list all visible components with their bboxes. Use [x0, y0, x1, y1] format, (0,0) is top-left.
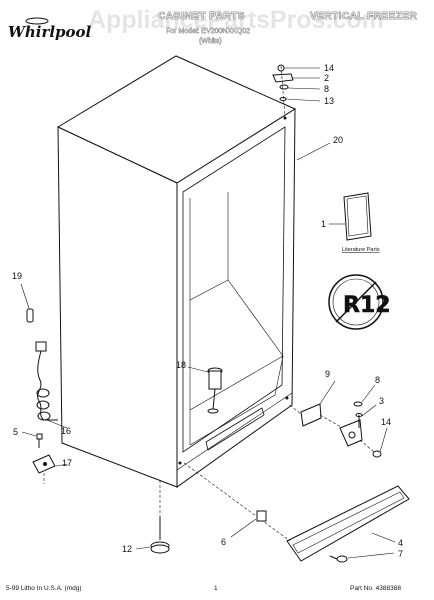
- callout-17: 17: [62, 458, 72, 468]
- callout-2: 2: [324, 73, 329, 83]
- appliance-category: VERTICAL FREEZER: [310, 11, 418, 22]
- brand-name: Whirlpool: [8, 23, 92, 41]
- page-title: CABINET PARTS: [158, 11, 245, 22]
- callout-19: 19: [12, 271, 22, 281]
- callout-6: 6: [221, 537, 226, 547]
- callout-16: 16: [61, 426, 71, 436]
- screw-5: [21, 431, 43, 448]
- footer-part-no: Part No. 4388388: [350, 585, 401, 592]
- callout-4: 4: [398, 538, 403, 548]
- callout-18: 18: [176, 360, 186, 370]
- callout-20: 20: [333, 135, 343, 145]
- refrigerant-badge: R12: [328, 274, 391, 330]
- bracket-17: [32, 454, 69, 484]
- callout-5: 5: [13, 427, 18, 437]
- pin-3: [355, 404, 377, 428]
- callout-7: 7: [398, 549, 403, 559]
- leader-20: [296, 142, 331, 161]
- callout-13: 13: [324, 96, 334, 106]
- badge-text: R12: [343, 293, 391, 318]
- clip-6: [230, 510, 267, 538]
- leveling-leg-12: [135, 480, 170, 554]
- toe-grille: [183, 462, 410, 562]
- callout-8-top: 8: [324, 84, 329, 94]
- top-hinge-assembly: [272, 64, 321, 117]
- screw-14-bottom: [359, 427, 388, 458]
- callout-8-bottom: 8: [375, 375, 380, 385]
- power-cord: [35, 341, 68, 429]
- brand-logo: Whirlpool: [8, 17, 92, 41]
- callout-14-top: 14: [324, 63, 334, 73]
- watermark-text: AppliancePartsPros.com: [88, 6, 384, 34]
- washer-8: [353, 384, 376, 407]
- model-line: For Model: EV200NXKQ02: [166, 28, 250, 35]
- screw-7: [329, 552, 395, 563]
- color-line: (White): [199, 38, 222, 45]
- cabinet: [56, 55, 297, 488]
- literature-label: Literature Parts: [342, 247, 380, 253]
- part-19: [20, 283, 34, 323]
- footer-litho: 5-99 Litho In U.S.A. (mdg): [6, 585, 82, 592]
- callout-9: 9: [325, 369, 330, 379]
- callout-3: 3: [379, 396, 384, 406]
- drain-tube-18: [187, 366, 223, 414]
- literature-booklet: [329, 192, 372, 241]
- footer-page: 1: [214, 585, 218, 592]
- callout-14-bottom: 14: [381, 417, 391, 427]
- callout-12: 12: [122, 544, 132, 554]
- callout-1: 1: [321, 219, 326, 229]
- bottom-hinge-bracket: [289, 380, 363, 447]
